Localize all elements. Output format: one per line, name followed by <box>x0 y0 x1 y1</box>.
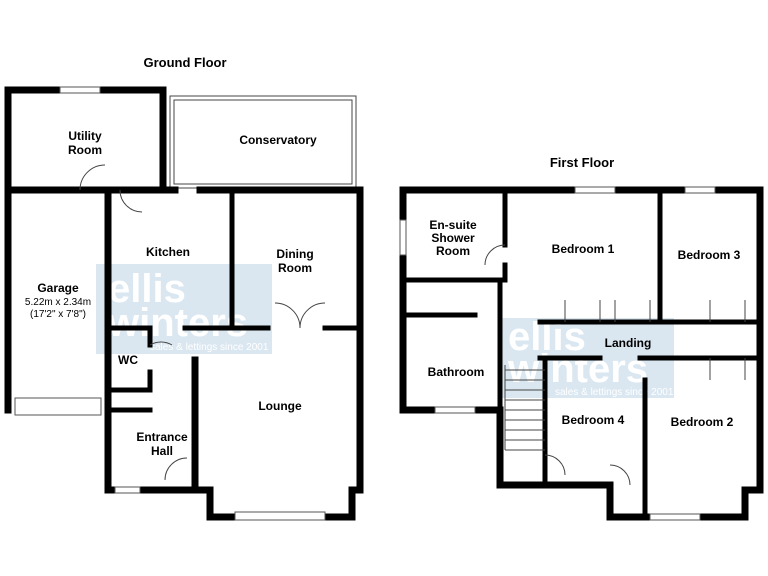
garage-dimensions-m: 5.22m x 2.34m <box>25 297 91 308</box>
svg-text:ellis: ellis <box>108 267 186 311</box>
room-label-wc: WC <box>118 353 138 367</box>
room-label-bedroom-1: Bedroom 1 <box>552 242 615 256</box>
room-label-conservatory: Conservatory <box>239 133 317 147</box>
svg-text:winters: winters <box>507 347 648 391</box>
watermark-logo-ground: ellis winters sales & lettings since 200… <box>96 264 272 354</box>
room-label-kitchen: Kitchen <box>146 245 190 259</box>
first-floor-walls <box>399 186 764 521</box>
svg-text:winters: winters <box>107 301 248 345</box>
room-label-bedroom-3: Bedroom 3 <box>678 248 741 262</box>
room-label-bedroom-2: Bedroom 2 <box>671 415 734 429</box>
room-label-garage: Garage <box>37 281 79 295</box>
svg-text:sales & lettings since 2001: sales & lettings since 2001 <box>150 342 269 353</box>
ground-floor-title: Ground Floor <box>143 55 226 70</box>
room-label-bathroom: Bathroom <box>428 365 485 379</box>
first-floor-title: First Floor <box>550 155 614 170</box>
ground-floor-walls <box>4 86 364 521</box>
room-label-landing: Landing <box>605 336 652 350</box>
garage-dimensions-ft: (17'2" x 7'8") <box>30 309 86 320</box>
room-label-lounge: Lounge <box>258 399 302 413</box>
room-label-bedroom-4: Bedroom 4 <box>562 413 625 427</box>
svg-text:sales & lettings since 2001: sales & lettings since 2001 <box>555 387 674 398</box>
